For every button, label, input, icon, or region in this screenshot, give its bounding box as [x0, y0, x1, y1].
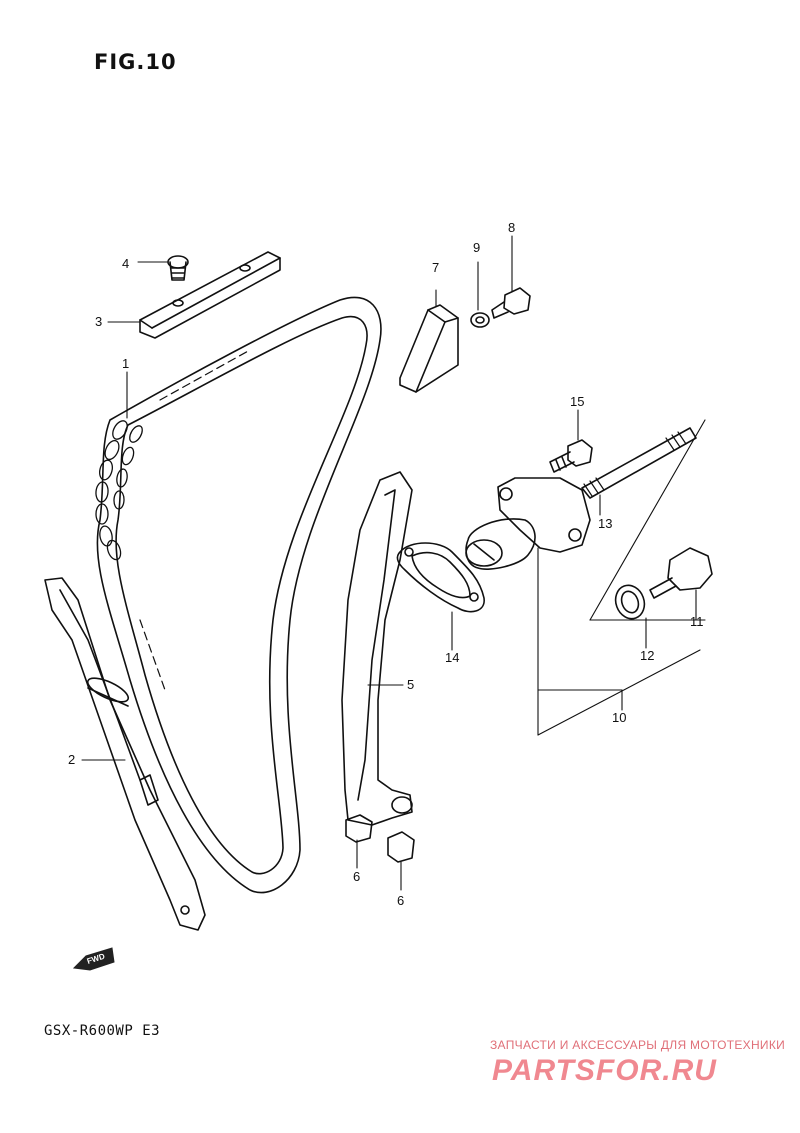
watermark-tagline: ЗАПЧАСТИ И АКСЕССУАРЫ ДЛЯ МОТОТЕХНИКИ — [490, 1038, 786, 1052]
callout-2: 2 — [68, 752, 75, 767]
callout-15: 15 — [570, 394, 584, 409]
callout-7: 7 — [432, 260, 439, 275]
screw-4 — [167, 255, 189, 281]
callout-12: 12 — [640, 648, 654, 663]
callout-14: 14 — [445, 650, 459, 665]
chain-guide-front — [44, 577, 206, 931]
callout-1: 1 — [122, 356, 129, 371]
callout-3: 3 — [95, 314, 102, 329]
spring-13 — [581, 427, 697, 499]
callout-6a: 6 — [353, 869, 360, 884]
callout-11: 11 — [690, 614, 704, 629]
callout-8: 8 — [508, 220, 515, 235]
cushion-7 — [399, 304, 459, 393]
guide-plate — [139, 251, 281, 339]
watermark-logo: PARTSFOR.RU — [492, 1054, 717, 1087]
gasket-14 — [396, 542, 485, 613]
callout-13: 13 — [598, 516, 612, 531]
damper-6a — [345, 814, 373, 843]
tensioner-body — [465, 477, 591, 570]
fwd-arrow-icon: FWD — [72, 947, 115, 971]
figure-title: FIG.10 — [94, 50, 177, 74]
bolt-15 — [549, 439, 593, 473]
callout-6b: 6 — [397, 893, 404, 908]
leader-lines — [81, 235, 706, 891]
bolt-8 — [491, 287, 531, 319]
washer-9 — [470, 312, 490, 328]
ring-12 — [614, 584, 646, 620]
cap-bolt-11 — [649, 547, 713, 599]
callout-labels: 4 3 1 2 5 6 6 7 8 9 10 11 12 13 14 15 — [68, 220, 704, 908]
callout-10: 10 — [612, 710, 626, 725]
callout-4: 4 — [122, 256, 129, 271]
chain-guide-rear — [341, 471, 413, 826]
damper-6b — [387, 831, 415, 863]
callout-5: 5 — [407, 677, 414, 692]
cam-chain — [95, 296, 382, 894]
callout-9: 9 — [473, 240, 480, 255]
model-code: GSX-R600WP E3 — [44, 1023, 161, 1039]
